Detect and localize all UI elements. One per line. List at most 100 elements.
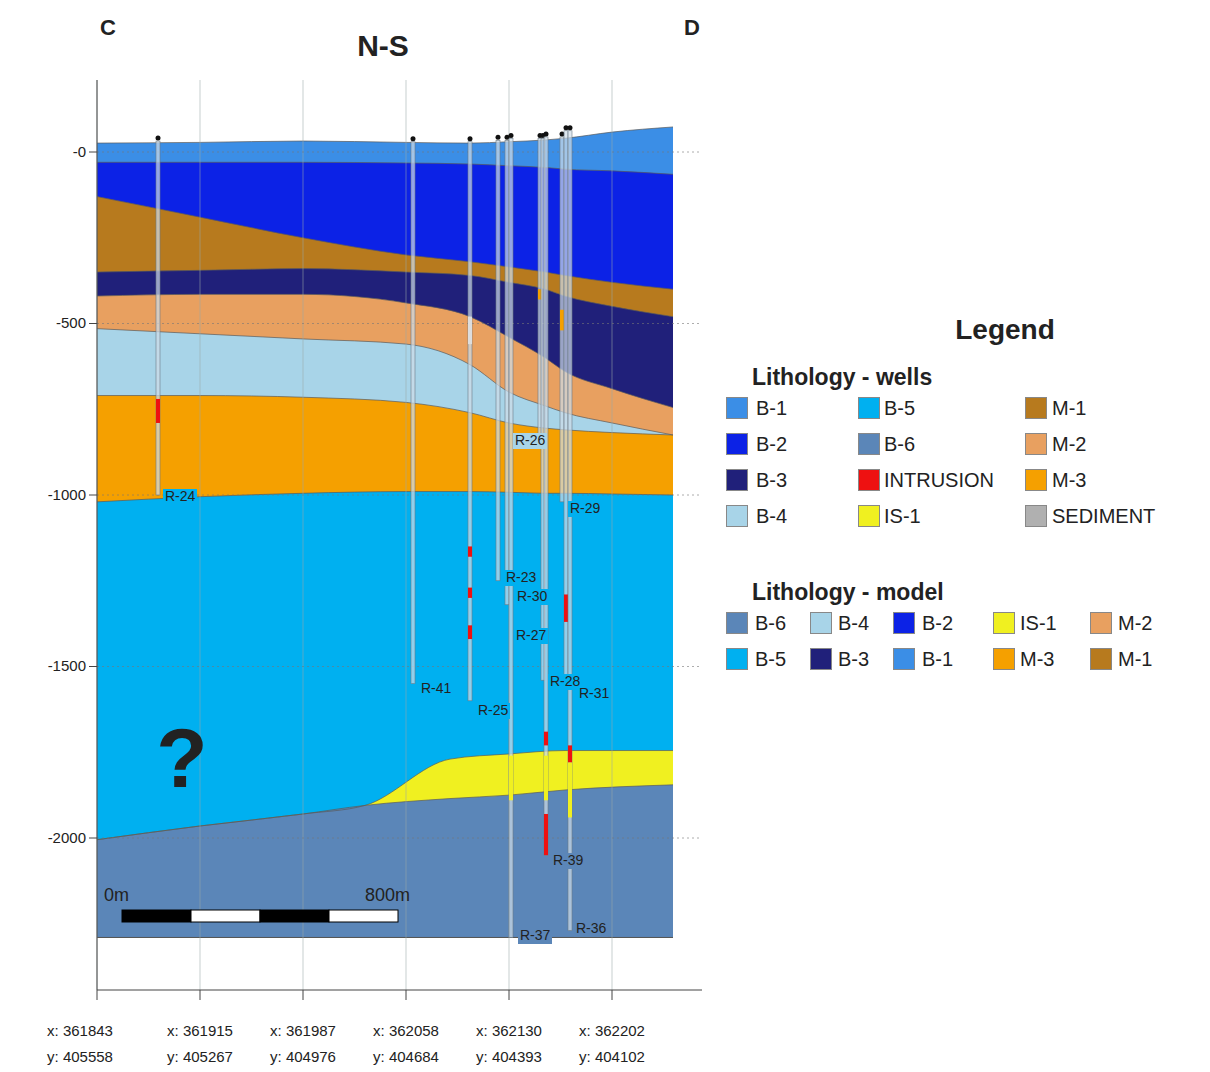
well-head	[509, 133, 514, 138]
layers	[97, 127, 673, 938]
legend-swatch	[993, 612, 1015, 634]
legend-label: B-1	[922, 648, 953, 670]
well-segment	[544, 814, 548, 855]
well-track	[568, 125, 573, 930]
scale-label: 0m	[104, 886, 129, 906]
scale-segment	[329, 910, 398, 922]
well-bore	[560, 137, 564, 502]
grid-line	[97, 666, 700, 667]
legend-swatch	[726, 505, 748, 527]
coordinate-label: x: 361987	[270, 1023, 336, 1040]
layer-boundary	[97, 162, 673, 174]
well-segment	[468, 625, 472, 639]
y-tick	[89, 323, 97, 324]
y-tick	[89, 495, 97, 496]
well-head	[156, 136, 161, 141]
legend-swatch	[1025, 433, 1047, 455]
axis-label: -1000	[48, 487, 86, 504]
coordinate-label: x: 362058	[373, 1023, 439, 1040]
legend-heading: Lithology - wells	[752, 365, 932, 390]
grid	[97, 80, 700, 990]
coordinate-label: y: 404393	[476, 1049, 542, 1066]
well-segment	[560, 310, 564, 331]
well-segment	[544, 732, 548, 746]
well-bore	[496, 140, 500, 580]
well-segment	[468, 546, 472, 556]
well-label: R-37	[518, 928, 552, 943]
well-label: R-41	[419, 681, 453, 696]
legend-label: B-6	[884, 433, 915, 455]
legend-label: M-1	[1052, 397, 1086, 419]
well-label: R-27	[514, 628, 548, 643]
legend-swatch	[726, 397, 748, 419]
well-segment	[568, 763, 572, 818]
legend-label: B-3	[838, 648, 869, 670]
grid-line	[200, 80, 201, 990]
legend-label: IS-1	[884, 505, 921, 527]
legend-swatch	[1090, 612, 1112, 634]
coordinate-label: x: 362202	[579, 1023, 645, 1040]
axis-label: -0	[73, 144, 86, 161]
layer-m2	[97, 294, 673, 937]
question-mark: ?	[156, 712, 207, 804]
coordinate-label: y: 405558	[47, 1049, 113, 1066]
well-label: R-30	[515, 589, 549, 604]
well-segment	[564, 594, 568, 621]
layer-b2	[97, 162, 673, 937]
wells	[156, 125, 573, 937]
scale-segment	[191, 910, 260, 922]
coordinate-label: x: 361915	[167, 1023, 233, 1040]
well-label: R-29	[568, 501, 602, 516]
legend-label: M-2	[1118, 612, 1152, 634]
well-segment	[468, 588, 472, 598]
well-label: R-31	[577, 686, 611, 701]
well-label: R-36	[574, 921, 608, 936]
legend-label: B-4	[756, 505, 787, 527]
grid-line	[303, 80, 304, 990]
y-axis	[97, 80, 98, 990]
well-bore	[564, 131, 568, 684]
section-end: D	[684, 16, 700, 40]
coordinate-label: x: 362130	[476, 1023, 542, 1040]
well-track	[544, 131, 549, 855]
grid-line	[612, 80, 613, 990]
well-head	[568, 125, 573, 130]
grid-line	[97, 323, 700, 324]
coordinate-label: y: 405267	[167, 1049, 233, 1066]
layer-boundary	[97, 197, 673, 290]
scale-segment	[260, 910, 329, 922]
legend-swatch	[858, 397, 880, 419]
legend-title: Legend	[955, 315, 1055, 346]
well-track	[496, 135, 501, 581]
legend-swatch	[810, 648, 832, 670]
legend-label: SEDIMENT	[1052, 505, 1155, 527]
well-segment	[544, 756, 548, 801]
layer-m1	[97, 197, 673, 938]
grid-line	[97, 838, 700, 839]
legend-label: M-1	[1118, 648, 1152, 670]
x-tick	[509, 990, 510, 1000]
y-tick	[89, 152, 97, 153]
axis-label: -1500	[48, 658, 86, 675]
legend-label: B-2	[922, 612, 953, 634]
well-segment	[509, 756, 513, 801]
legend-label: B-6	[755, 612, 786, 634]
layer-boundary	[97, 269, 673, 317]
well-segment	[156, 399, 160, 423]
well-label: R-23	[504, 570, 538, 585]
x-tick	[303, 990, 304, 1000]
layer-b6	[97, 785, 673, 938]
coordinate-label: y: 404684	[373, 1049, 439, 1066]
legend-label: B-5	[884, 397, 915, 419]
x-tick	[200, 990, 201, 1000]
well-label: R-24	[163, 489, 197, 504]
well-track	[411, 136, 416, 683]
well-label: R-39	[551, 853, 585, 868]
well-head	[468, 136, 473, 141]
layer-boundary	[97, 329, 673, 435]
well-label: R-25	[476, 703, 510, 718]
legend-label: B-5	[755, 648, 786, 670]
well-bore	[411, 142, 415, 684]
